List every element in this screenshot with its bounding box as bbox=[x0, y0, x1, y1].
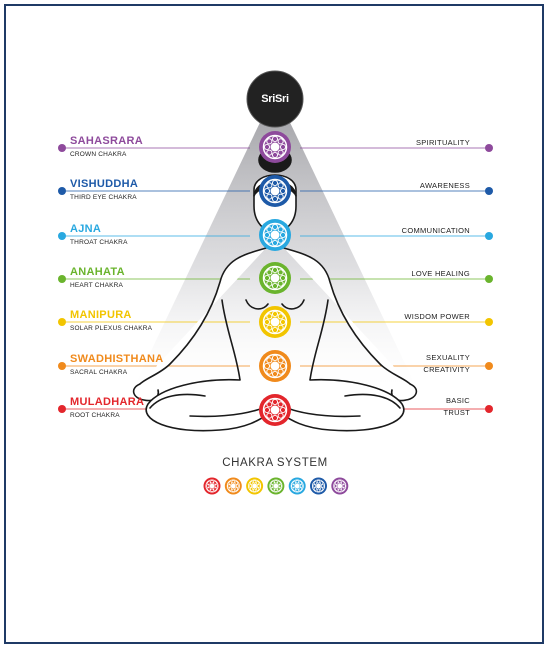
chakra-label-left: VISHUDDHA THIRD EYE CHAKRA bbox=[70, 178, 138, 201]
left-marker-dot bbox=[58, 405, 66, 413]
chakra-quality: AWARENESS bbox=[419, 181, 470, 190]
solar-plexus-chakra-icon bbox=[259, 306, 291, 338]
left-marker-dot bbox=[58, 275, 66, 283]
right-marker-dot bbox=[485, 318, 493, 326]
chakra-subtitle: HEART CHAKRA bbox=[70, 282, 124, 289]
chakra-quality-label: AWARENESS bbox=[420, 181, 470, 190]
row-solar-plexus-chakra-icon bbox=[246, 477, 264, 495]
row-root-chakra-icon bbox=[203, 477, 221, 495]
chakra-label-left: SWADHISTHANA SACRAL CHAKRA bbox=[70, 353, 163, 376]
row-third-eye-chakra-icon bbox=[310, 477, 327, 495]
right-marker-dot bbox=[485, 187, 493, 195]
chakra-quality-label: LOVE HEALING bbox=[411, 269, 470, 278]
left-marker-dot bbox=[58, 362, 66, 370]
chakra-label-left: MANIPURA SOLAR PLEXUS CHAKRA bbox=[70, 309, 152, 332]
crown-chakra-icon bbox=[259, 131, 291, 163]
chakra-subtitle: THIRD EYE CHAKRA bbox=[70, 194, 137, 201]
chakra-quality-label: SEXUALITY CREATIVITY bbox=[423, 352, 470, 376]
chakra-quality: SEXUALITY bbox=[426, 353, 470, 362]
chakra-quality-label: SPIRITUALITY bbox=[416, 138, 470, 147]
left-marker-dot bbox=[58, 187, 66, 195]
chakra-name: SWADHISTHANA bbox=[70, 353, 164, 365]
right-marker-dot bbox=[485, 405, 493, 413]
chakra-quality: CREATIVITY bbox=[423, 365, 470, 374]
chakra-quality: COMMUNICATION bbox=[401, 226, 470, 235]
light-beam bbox=[130, 112, 420, 395]
right-marker-dot bbox=[485, 275, 493, 283]
throat-chakra-icon bbox=[259, 219, 291, 251]
row-throat-chakra-icon bbox=[288, 477, 306, 495]
chakra-quality: BASIC bbox=[445, 396, 470, 405]
chakra-name: SAHASRARA bbox=[70, 135, 143, 147]
left-marker-dot bbox=[58, 232, 66, 240]
row-heart-chakra-icon bbox=[267, 477, 285, 495]
chakra-label-left: ANAHATA HEART CHAKRA bbox=[70, 266, 125, 289]
chakra-subtitle: CROWN CHAKRA bbox=[70, 151, 127, 158]
chakra-quality: WISDOM POWER bbox=[404, 312, 470, 321]
chakra-label-left: SAHASRARA CROWN CHAKRA bbox=[70, 135, 143, 158]
root-chakra-icon bbox=[259, 394, 291, 426]
heart-chakra-icon bbox=[259, 262, 291, 294]
chakra-name: MULADHARA bbox=[70, 396, 145, 408]
row-sacral-chakra-icon bbox=[224, 477, 242, 495]
chakra-label-left: MULADHARA ROOT CHAKRA bbox=[70, 396, 144, 419]
chakra-label-left: AJNA THROAT CHAKRA bbox=[70, 223, 128, 246]
left-marker-dot bbox=[58, 144, 66, 152]
chakra-subtitle: ROOT CHAKRA bbox=[70, 412, 120, 419]
chakra-subtitle: SACRAL CHAKRA bbox=[70, 369, 128, 376]
left-marker-dot bbox=[58, 318, 66, 326]
row-crown-chakra-icon bbox=[331, 477, 349, 495]
chakra-quality: LOVE HEALING bbox=[411, 269, 470, 278]
chakra-quality: TRUST bbox=[443, 408, 470, 417]
sacral-chakra-icon bbox=[259, 350, 291, 382]
chakra-quality-label: WISDOM POWER bbox=[404, 312, 470, 321]
right-marker-dot bbox=[485, 232, 493, 240]
chakra-name: AJNA bbox=[70, 223, 102, 235]
chakra-quality-label: BASIC TRUST bbox=[444, 395, 471, 419]
diagram-title: CHAKRA SYSTEM bbox=[222, 457, 328, 469]
chakra-name: VISHUDDHA bbox=[70, 178, 139, 190]
srisri-logo bbox=[247, 71, 303, 127]
chakra-subtitle: THROAT CHAKRA bbox=[70, 239, 128, 246]
chakra-name: ANAHATA bbox=[70, 266, 125, 278]
chakra-subtitle: SOLAR PLEXUS CHAKRA bbox=[70, 325, 153, 332]
logo-text: SriSri bbox=[261, 93, 289, 105]
third-eye-chakra-icon bbox=[259, 175, 291, 207]
right-marker-dot bbox=[485, 362, 493, 370]
right-marker-dot bbox=[485, 144, 493, 152]
chakra-name: MANIPURA bbox=[70, 309, 132, 321]
chakra-quality: SPIRITUALITY bbox=[415, 138, 470, 147]
chakra-quality-label: COMMUNICATION bbox=[402, 226, 470, 235]
